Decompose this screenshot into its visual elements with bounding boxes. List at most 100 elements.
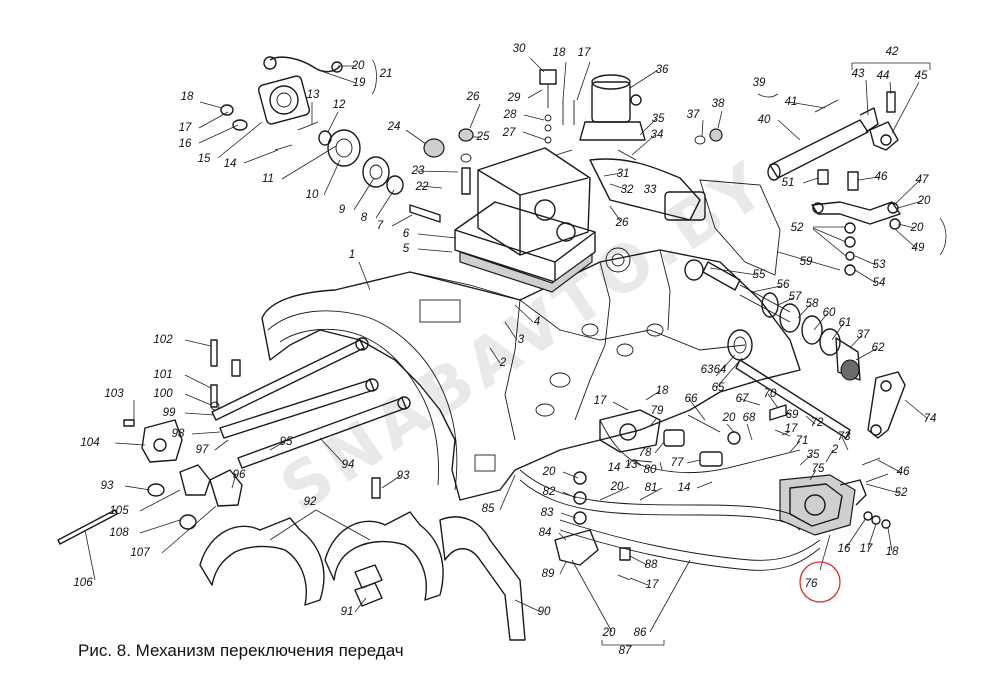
part-label-13: 13 (307, 89, 320, 101)
part-label-66: 66 (685, 393, 698, 405)
part-label-2: 2 (831, 444, 839, 456)
part-label-42: 42 (886, 46, 899, 58)
part-label-72: 72 (811, 417, 824, 429)
part-label-13: 13 (625, 459, 638, 471)
part-label-35: 35 (652, 113, 665, 125)
part-label-75: 75 (812, 463, 825, 475)
part-label-104: 104 (80, 437, 99, 449)
part-label-43: 43 (852, 68, 865, 80)
part-label-65: 65 (712, 382, 725, 394)
shift-cover (454, 147, 596, 293)
group-brackets (371, 59, 947, 646)
part-label-100: 100 (153, 388, 173, 400)
highlight-circle-76 (799, 561, 841, 603)
part-label-20: 20 (610, 481, 624, 493)
part-label-107: 107 (130, 547, 150, 559)
part-label-99: 99 (163, 407, 176, 419)
part-label-17: 17 (179, 122, 192, 134)
part-label-89: 89 (542, 568, 555, 580)
part-label-1: 1 (349, 249, 355, 261)
part-label-18: 18 (553, 47, 566, 59)
part-label-64: 64 (714, 364, 727, 376)
part-label-93: 93 (101, 480, 114, 492)
part-label-103: 103 (104, 388, 124, 400)
part-label-39: 39 (753, 77, 766, 89)
part-label-33: 33 (644, 184, 657, 196)
part-label-82: 82 (543, 486, 556, 498)
part-label-18: 18 (886, 546, 899, 558)
part-label-78: 78 (639, 447, 652, 459)
part-label-30: 30 (513, 43, 526, 55)
part-label-52: 52 (895, 487, 908, 499)
rod-assembly (684, 259, 861, 381)
part-label-5: 5 (403, 243, 410, 255)
part-label-37: 37 (687, 109, 700, 121)
part-label-92: 92 (304, 496, 317, 508)
part-label-27: 27 (502, 127, 516, 139)
part-label-29: 29 (507, 92, 521, 104)
part-label-12: 12 (333, 99, 346, 111)
part-label-94: 94 (342, 459, 355, 471)
part-label-53: 53 (873, 259, 886, 271)
part-label-38: 38 (712, 98, 725, 110)
part-label-15: 15 (198, 153, 211, 165)
part-label-19: 19 (353, 77, 366, 89)
part-label-45: 45 (915, 70, 928, 82)
part-label-81: 81 (645, 482, 658, 494)
part-label-20: 20 (602, 627, 616, 639)
part-label-40: 40 (758, 114, 771, 126)
part-label-14: 14 (608, 462, 621, 474)
part-label-37: 37 (857, 329, 870, 341)
part-label-67: 67 (736, 393, 749, 405)
part-label-96: 96 (233, 469, 246, 481)
part-label-7: 7 (377, 220, 384, 232)
part-label-49: 49 (912, 242, 925, 254)
part-label-35: 35 (807, 449, 820, 461)
part-label-87: 87 (619, 645, 632, 657)
part-label-74: 74 (924, 413, 937, 425)
part-label-77: 77 (671, 457, 684, 469)
part-label-36: 36 (656, 64, 669, 76)
part-label-51: 51 (782, 177, 795, 189)
part-label-20: 20 (542, 466, 556, 478)
part-label-14: 14 (678, 482, 691, 494)
part-label-73: 73 (838, 431, 851, 443)
part-label-34: 34 (651, 129, 664, 141)
part-label-14: 14 (224, 158, 237, 170)
part-label-62: 62 (872, 342, 885, 354)
part-label-88: 88 (645, 559, 658, 571)
part-label-46: 46 (897, 466, 910, 478)
part-label-17: 17 (860, 543, 873, 555)
shift-rails (57, 337, 411, 545)
part-label-10: 10 (306, 189, 319, 201)
part-label-108: 108 (109, 527, 129, 539)
part-label-17: 17 (578, 47, 591, 59)
part-label-17: 17 (646, 579, 659, 591)
part-label-54: 54 (873, 277, 886, 289)
part-label-57: 57 (789, 291, 802, 303)
part-label-20: 20 (722, 412, 736, 424)
part-label-26: 26 (615, 217, 629, 229)
part-label-60: 60 (823, 307, 836, 319)
callout-labels: 1234567891011121314151617181920212223242… (73, 43, 936, 657)
part-label-70: 70 (764, 388, 777, 400)
part-label-84: 84 (539, 527, 552, 539)
part-label-41: 41 (785, 96, 798, 108)
part-label-20: 20 (910, 222, 924, 234)
part-label-93: 93 (397, 470, 410, 482)
part-label-3: 3 (518, 334, 525, 346)
leader-lines (84, 57, 929, 633)
part-label-16: 16 (179, 138, 192, 150)
part-label-101: 101 (153, 369, 172, 381)
part-label-68: 68 (743, 412, 756, 424)
part-label-17: 17 (594, 395, 607, 407)
part-label-9: 9 (339, 204, 346, 216)
part-label-16: 16 (838, 543, 851, 555)
lower-center-parts (554, 409, 741, 581)
valve-group (735, 359, 906, 536)
part-label-26: 26 (466, 91, 480, 103)
part-label-105: 105 (109, 505, 129, 517)
part-label-90: 90 (538, 606, 551, 618)
part-label-56: 56 (777, 279, 790, 291)
part-label-47: 47 (916, 174, 929, 186)
